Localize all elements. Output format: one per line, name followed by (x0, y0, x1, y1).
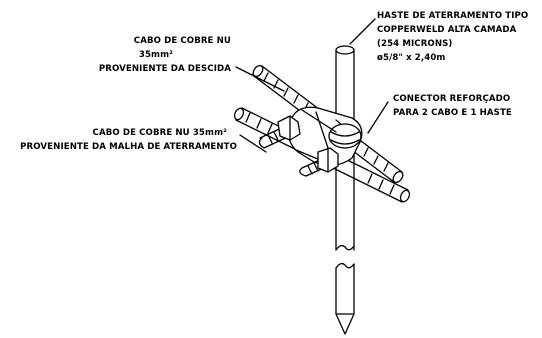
label-conector-line2: PARA 2 CABO E 1 HASTE (393, 108, 512, 118)
label-cabo-descida-line2: 35mm² (138, 50, 173, 60)
label-cabo-descida: CABO DE COBRE NU 35mm² PROVENIENTE DA DE… (99, 34, 231, 76)
label-haste-line1: HASTE DE ATERRAMENTO TIPO (377, 11, 529, 21)
label-haste: HASTE DE ATERRAMENTO TIPO COPPERWELD ALT… (377, 9, 528, 65)
connector-bolt-lower (299, 147, 339, 177)
leader-cabo-malha (239, 134, 267, 153)
connector-bolt-upper (258, 115, 301, 149)
label-cabo-malha-line2: PROVENIENTE DA MALHA DE ATERRAMENTO (20, 142, 237, 152)
label-cabo-descida-line3: PROVENIENTE DA DESCIDA (98, 64, 231, 74)
label-haste-line4: ø5/8" x 2,40m (377, 53, 446, 63)
label-cabo-descida-line1: CABO DE COBRE NU (133, 36, 231, 46)
label-cabo-malha: CABO DE COBRE NU 35mm² PROVENIENTE DA MA… (20, 126, 237, 154)
label-haste-line2: COPPERWELD ALTA CAMADA (377, 25, 517, 35)
label-haste-line3: (254 MICRONS) (377, 39, 453, 49)
ground-rod-lower (335, 262, 355, 335)
leader-haste (349, 18, 376, 45)
label-cabo-malha-line1: CABO DE COBRE NU 35mm² (92, 128, 227, 138)
label-conector-line1: CONECTOR REFORÇADO (393, 94, 511, 104)
leader-conector (367, 101, 389, 134)
label-conector: CONECTOR REFORÇADO PARA 2 CABO E 1 HASTE (393, 92, 512, 120)
reinforced-connector (287, 106, 363, 166)
leader-cabo-descida (235, 66, 285, 92)
